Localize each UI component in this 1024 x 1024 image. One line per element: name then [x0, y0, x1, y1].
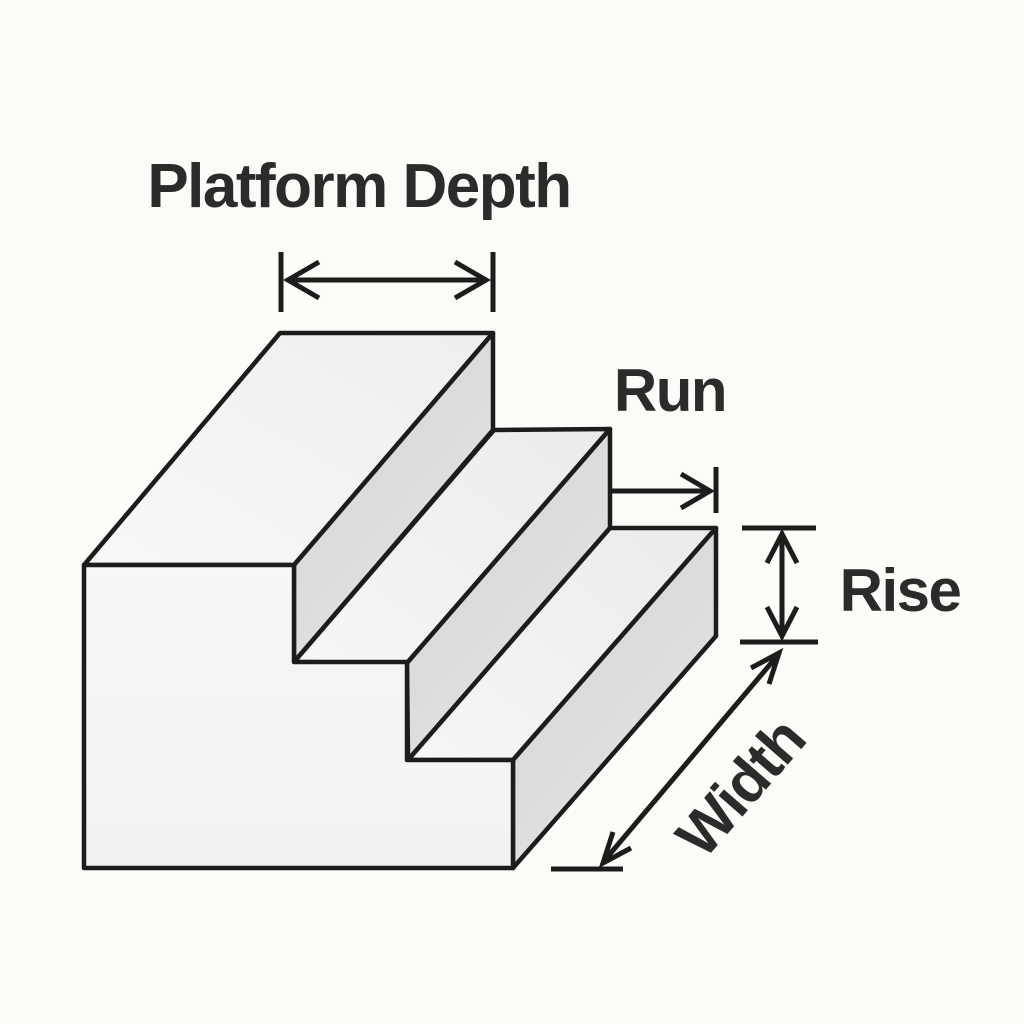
arrow-head-down-left	[598, 831, 633, 869]
front-face	[81, 562, 516, 871]
platform-depth-dimension: Platform Depth	[147, 152, 572, 312]
arrow-head-down	[764, 605, 800, 642]
platform-depth-label: Platform Depth	[147, 152, 570, 221]
arrow-head-left	[283, 259, 321, 301]
arrow-head-up-right	[749, 647, 784, 685]
arrow-head-right	[453, 259, 491, 301]
run-label: Run	[614, 357, 726, 424]
width-label: Width	[663, 706, 818, 870]
rise-label: Rise	[840, 557, 961, 624]
arrow-shaft	[602, 653, 780, 863]
arrow-head-right	[679, 471, 715, 511]
staircase-solid	[81, 330, 719, 871]
run-dimension: Run	[612, 357, 728, 513]
arrow-head-up	[764, 528, 800, 565]
rise-dimension: Rise	[740, 525, 962, 645]
